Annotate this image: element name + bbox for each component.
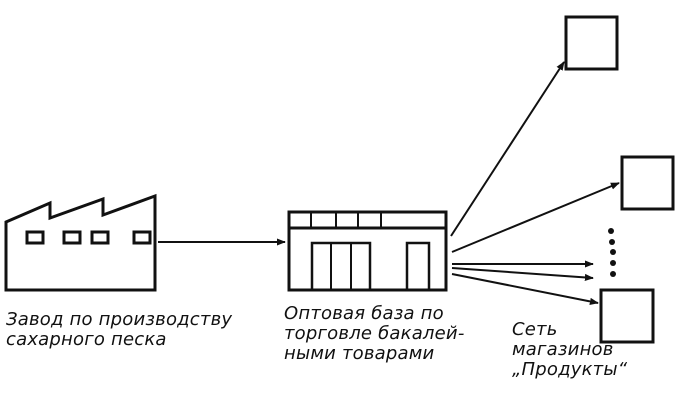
factory-label-line1: Завод по производству [6, 309, 233, 330]
arrow-warehouse-to-store [451, 182, 620, 253]
stores-label: Сеть магазинов „Продукты“ [512, 320, 627, 380]
arrow-warehouse-to-store [450, 61, 565, 237]
warehouse-label: Оптовая база по торговле бакалей- ными т… [284, 304, 465, 364]
warehouse-label-line3: ными товарами [284, 343, 435, 364]
factory-window [132, 230, 152, 245]
factory-label: Завод по производству сахарного песка [6, 310, 232, 350]
factory-icon [4, 193, 157, 292]
arrow-warehouse-to-store [451, 267, 594, 282]
factory-window [62, 230, 82, 245]
stores-label-line1: Сеть [512, 319, 558, 340]
warehouse-gate [310, 241, 372, 292]
warehouse-door [405, 241, 431, 292]
warehouse-label-line2: торговле бакалей- [284, 323, 465, 344]
store-box [620, 155, 675, 211]
warehouse-icon [287, 210, 448, 292]
warehouse-label-line1: Оптовая база по [284, 303, 444, 324]
store-box [564, 15, 619, 71]
stores-label-line2: магазинов [512, 339, 614, 360]
factory-window [25, 230, 45, 245]
factory-window [90, 230, 110, 245]
factory-label-line2: сахарного песка [6, 329, 167, 350]
stores-label-line3: „Продукты“ [512, 359, 628, 380]
store-box [599, 288, 655, 344]
ellipsis-dots [608, 228, 616, 277]
arrow-warehouse-to-store [451, 273, 599, 305]
